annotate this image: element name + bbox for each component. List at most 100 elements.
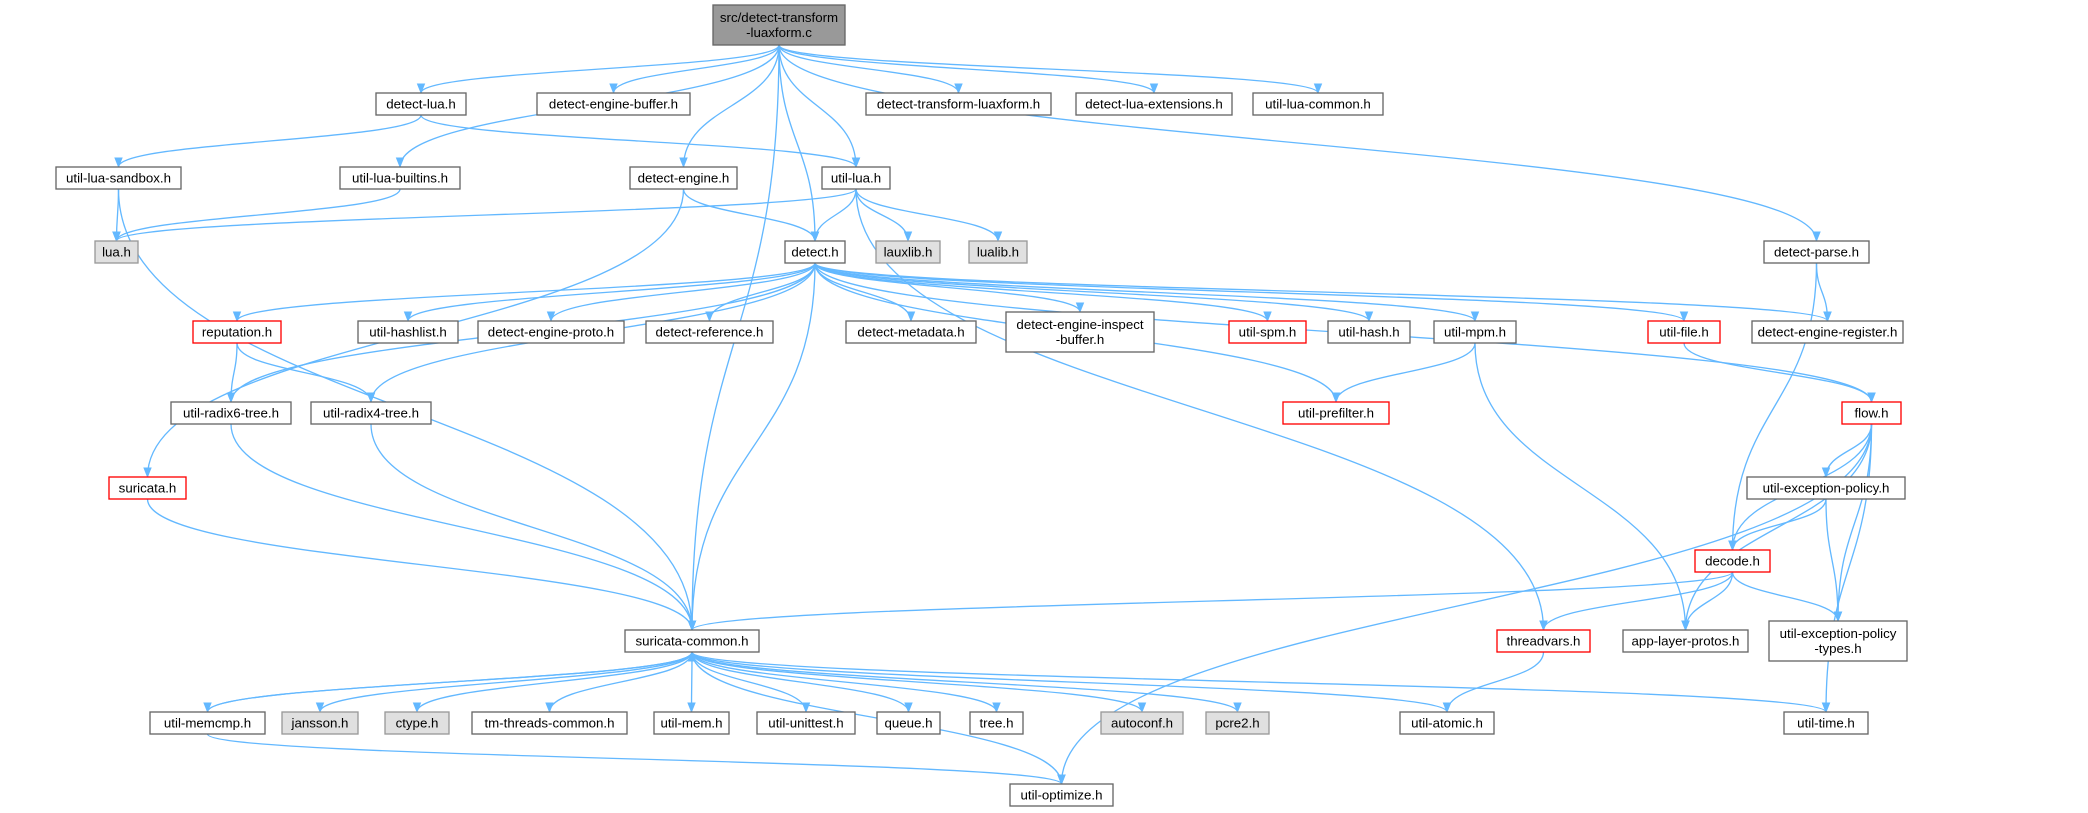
node-root[interactable]: src/detect-transform-luaxform.c [712,4,846,46]
edge-decode_h-to-app_layer_protos_h [1681,571,1734,632]
node-box-queue_h [876,711,941,735]
edge-util_memcmp_h-to-util_optimize_h [206,733,1066,786]
node-label-util_unittest_h: util-unittest.h [768,716,843,731]
node-lualib_h[interactable]: lualib.h [968,240,1028,264]
node-util_time_h[interactable]: util-time.h [1783,711,1869,735]
edge-root-to-detect_h [778,44,820,243]
node-queue_h[interactable]: queue.h [876,711,941,735]
node-lauxlib_h[interactable]: lauxlib.h [875,240,941,264]
node-box-lua_h [94,240,139,264]
node-util_mpm_h[interactable]: util-mpm.h [1433,320,1517,344]
node-detect_lua_extensions_h[interactable]: detect-lua-extensions.h [1075,92,1233,116]
node-suricata_common_h[interactable]: suricata-common.h [624,629,760,653]
edge-detect_h-to-util_mpm_h [814,262,1480,323]
node-label-flow_h: flow.h [1854,406,1888,421]
node-detect_engine_proto_h[interactable]: detect-engine-proto.h [477,320,625,344]
node-util_lua_common_h[interactable]: util-lua-common.h [1252,92,1384,116]
node-box-app_layer_protos_h [1622,629,1749,653]
edge-root-to-detect_engine_h [679,44,780,169]
node-util_exception_policy_types_h[interactable]: util-exception-policy-types.h [1768,620,1908,662]
node-tm_threads_common_h[interactable]: tm-threads-common.h [471,711,628,735]
node-box-reputation_h [192,320,282,344]
node-box-util_hash_h [1327,320,1411,344]
node-util_file_h[interactable]: util-file.h [1647,320,1721,344]
node-box-util_lua_h [821,166,891,190]
node-label-util_hash_h: util-hash.h [1338,325,1399,340]
node-label-util_atomic_h: util-atomic.h [1411,716,1483,731]
node-util_mem_h[interactable]: util-mem.h [653,711,730,735]
node-util_lua_h[interactable]: util-lua.h [821,166,891,190]
edge-flow_h-to-util_time_h [1821,423,1873,714]
node-box-util_mem_h [653,711,730,735]
edge-util_lua_builtins_h-to-lua_h [112,188,401,243]
edge-util_lua_h-to-detect_h [810,188,857,243]
node-label-util_memcmp_h: util-memcmp.h [164,716,251,731]
node-util_unittest_h[interactable]: util-unittest.h [756,711,856,735]
node-util_hashlist_h[interactable]: util-hashlist.h [357,320,459,344]
node-flow_h[interactable]: flow.h [1841,401,1902,425]
node-box-util_atomic_h [1399,711,1495,735]
node-label-util_exception_policy_types_h-line2: -types.h [1814,641,1861,656]
node-util_prefilter_h[interactable]: util-prefilter.h [1282,401,1390,425]
node-threadvars_h[interactable]: threadvars.h [1496,629,1591,653]
node-detect_engine_h[interactable]: detect-engine.h [629,166,738,190]
node-box-suricata_common_h [624,629,760,653]
node-pcre2_h[interactable]: pcre2.h [1205,711,1270,735]
node-util_exception_policy_h[interactable]: util-exception-policy.h [1746,476,1906,500]
node-label-detect_parse_h: detect-parse.h [1774,245,1859,260]
node-lua_h[interactable]: lua.h [94,240,139,264]
node-detect_transform_luaxform_h[interactable]: detect-transform-luaxform.h [865,92,1052,116]
node-autoconf_h[interactable]: autoconf.h [1100,711,1184,735]
node-jansson_h[interactable]: jansson.h [281,711,359,735]
edge-util_lua_h-to-lua_h [112,188,857,243]
edge-util_radix4_tree_h-to-suricata_common_h [370,423,697,632]
edge-detect_h-to-detect_engine_inspect_buffer_h [814,262,1085,314]
edge-suricata_common_h-to-autoconf_h [691,651,1147,714]
node-decode_h[interactable]: decode.h [1694,549,1771,573]
node-detect_parse_h[interactable]: detect-parse.h [1763,240,1870,264]
node-box-decode_h [1694,549,1771,573]
edge-detect_h-to-reputation_h [232,262,816,323]
node-suricata_h[interactable]: suricata.h [108,476,187,500]
node-label-ctype_h: ctype.h [396,716,439,731]
node-box-detect_engine_inspect_buffer_h [1005,311,1155,353]
node-box-util_radix4_tree_h [310,401,432,425]
edge-root-to-detect_transform_luaxform_h [778,44,963,95]
node-detect_engine_inspect_buffer_h[interactable]: detect-engine-inspect-buffer.h [1005,311,1155,353]
node-util_atomic_h[interactable]: util-atomic.h [1399,711,1495,735]
node-detect_lua_h[interactable]: detect-lua.h [375,92,467,116]
node-util_memcmp_h[interactable]: util-memcmp.h [149,711,266,735]
edge-suricata_common_h-to-util_mem_h [687,651,696,714]
node-detect_reference_h[interactable]: detect-reference.h [645,320,774,344]
edge-detect_parse_h-to-decode_h [1728,262,1818,552]
node-util_radix6_tree_h[interactable]: util-radix6-tree.h [170,401,292,425]
node-app_layer_protos_h[interactable]: app-layer-protos.h [1622,629,1749,653]
node-detect_metadata_h[interactable]: detect-metadata.h [845,320,977,344]
node-box-util_lua_sandbox_h [55,166,182,190]
edge-suricata_common_h-to-tm_threads_common_h [545,651,693,714]
node-box-detect_h [784,240,846,264]
node-util_radix4_tree_h[interactable]: util-radix4-tree.h [310,401,432,425]
node-layer: src/detect-transform-luaxform.c detect-lu… [55,4,1908,807]
node-label-suricata_h: suricata.h [119,481,177,496]
node-tree_h[interactable]: tree.h [969,711,1024,735]
edge-root-to-detect_engine_buffer_h [609,44,780,95]
node-label-detect_engine_inspect_buffer_h-line2: -buffer.h [1056,332,1105,347]
node-util_lua_sandbox_h[interactable]: util-lua-sandbox.h [55,166,182,190]
edge-detect_engine_h-to-detect_h [682,188,820,243]
node-detect_h[interactable]: detect.h [784,240,846,264]
node-util_hash_h[interactable]: util-hash.h [1327,320,1411,344]
node-util_optimize_h[interactable]: util-optimize.h [1009,783,1114,807]
node-detect_engine_buffer_h[interactable]: detect-engine-buffer.h [536,92,691,116]
node-label-pcre2_h: pcre2.h [1215,716,1259,731]
node-box-ctype_h [384,711,450,735]
node-util_lua_builtins_h[interactable]: util-lua-builtins.h [339,166,461,190]
node-ctype_h[interactable]: ctype.h [384,711,450,735]
node-detect_engine_register_h[interactable]: detect-engine-register.h [1751,320,1904,344]
edge-detect_lua_h-to-util_lua_sandbox_h [114,114,422,169]
node-box-detect_engine_proto_h [477,320,625,344]
edge-util_lua_h-to-lualib_h [855,188,1003,243]
node-util_spm_h[interactable]: util-spm.h [1228,320,1307,344]
node-box-util_time_h [1783,711,1869,735]
node-reputation_h[interactable]: reputation.h [192,320,282,344]
